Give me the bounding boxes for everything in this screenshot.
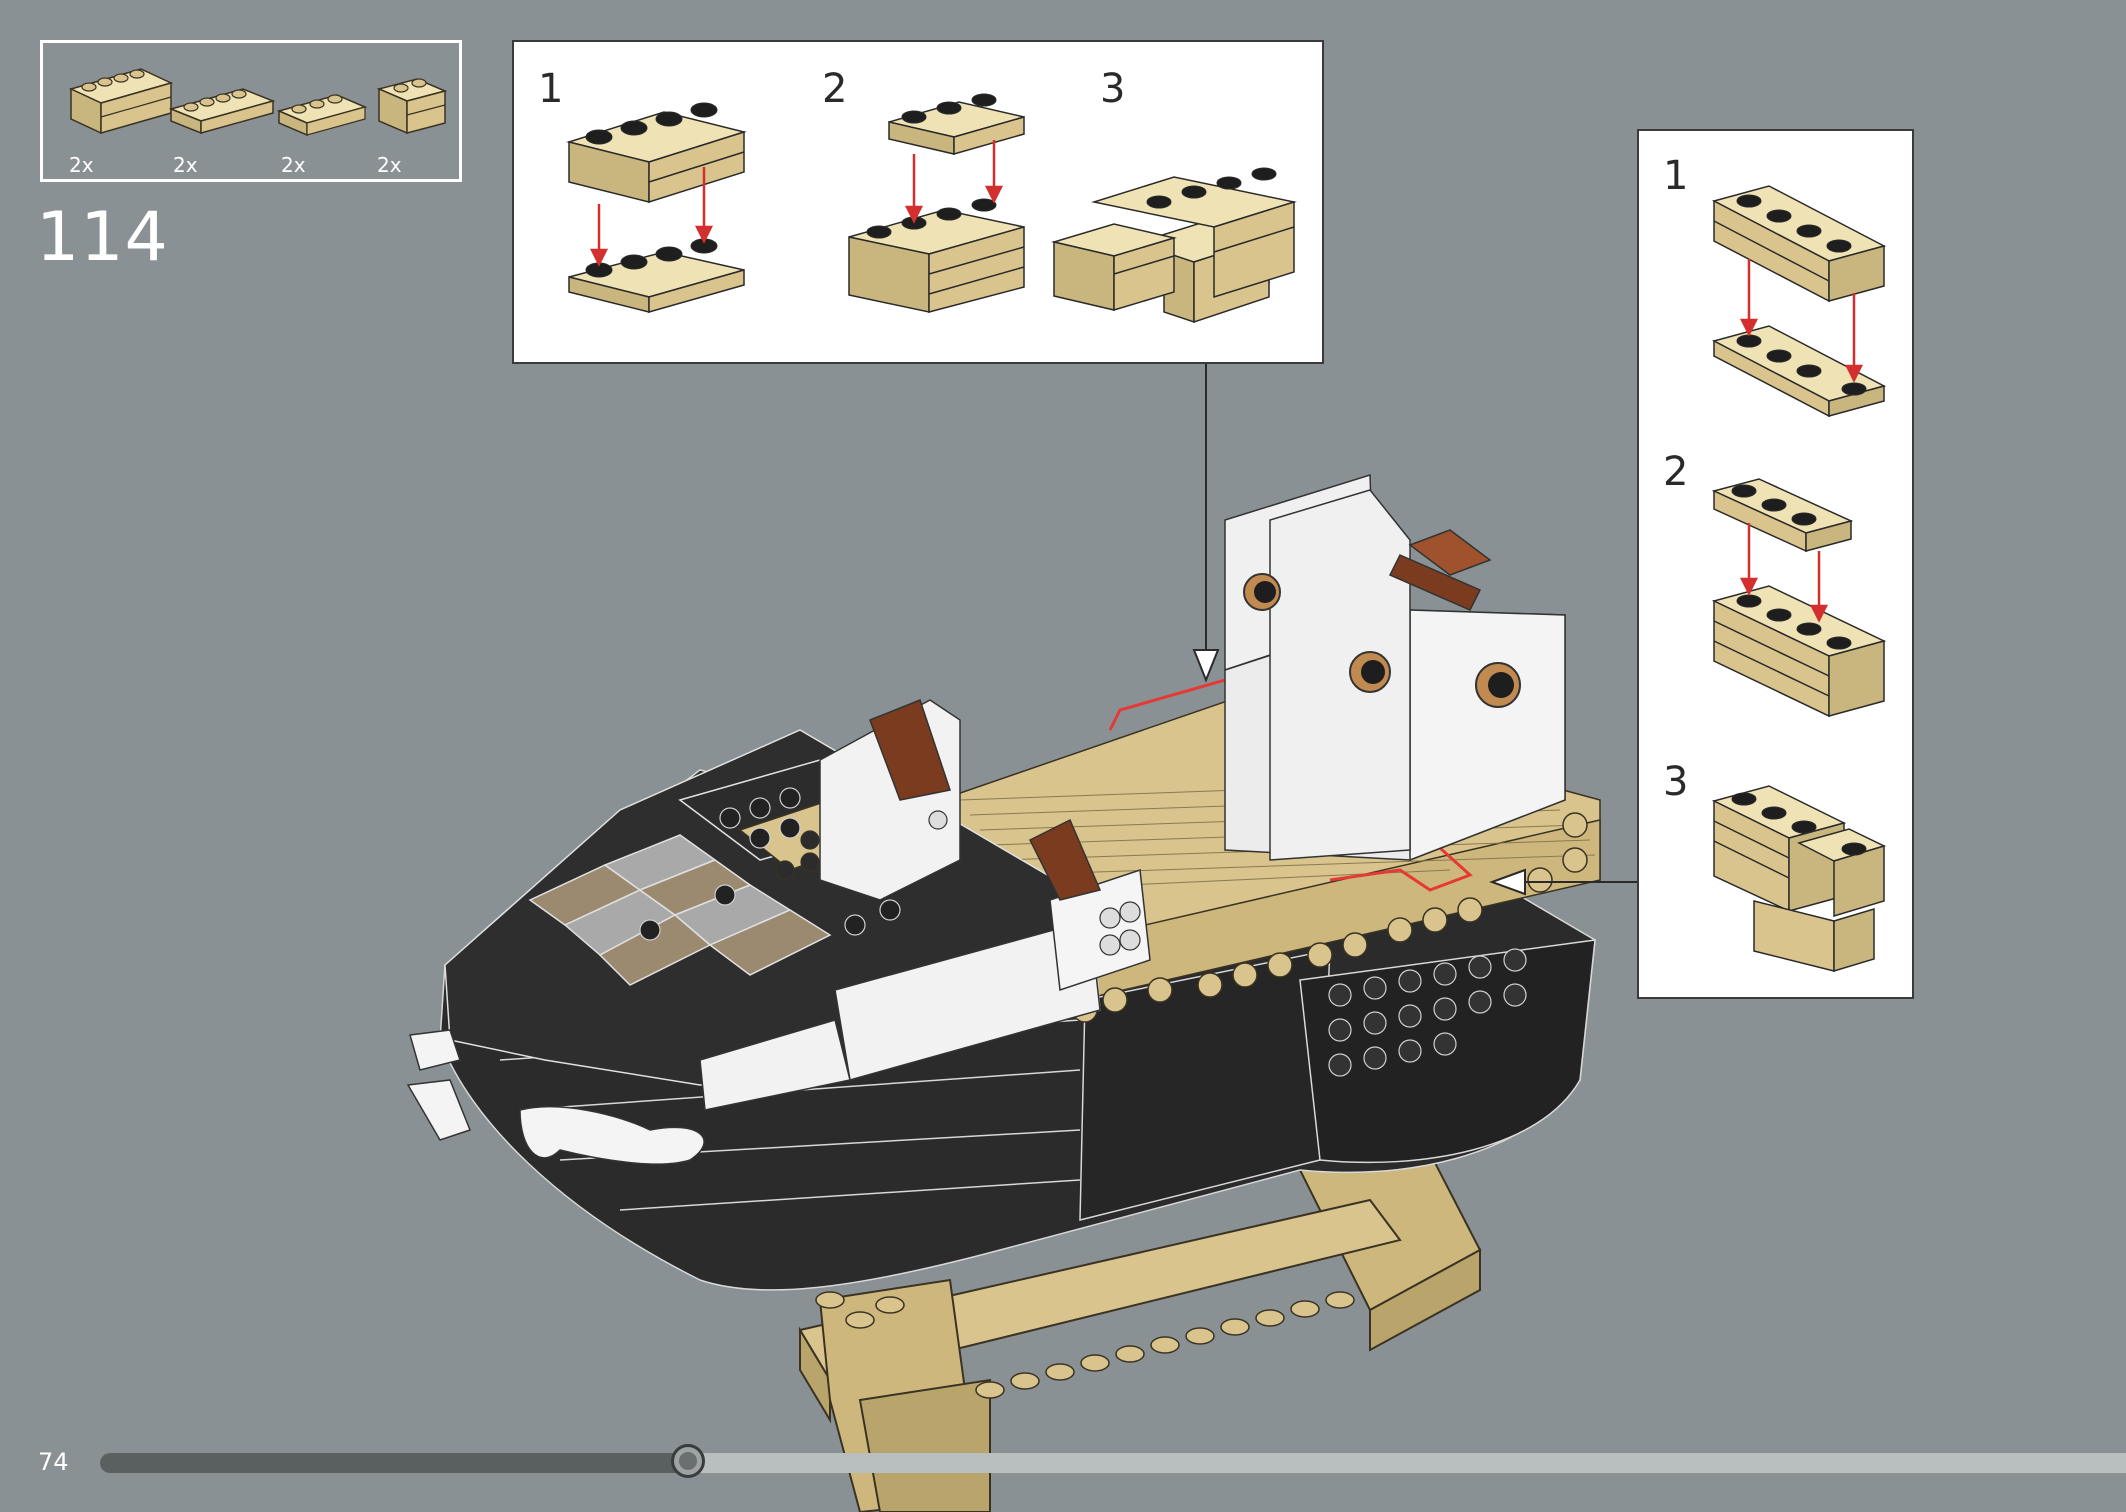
tan-brick-1x2-icon bbox=[376, 78, 448, 135]
substep-number: 1 bbox=[538, 66, 564, 112]
part-tan-brick-1x4-groove: 2x bbox=[61, 53, 173, 177]
callout-box-top: 1 2 3 bbox=[512, 40, 1324, 364]
deck-studs bbox=[1072, 812, 1588, 1023]
stand-studs bbox=[815, 1291, 1355, 1399]
callout-top-illustrations bbox=[566, 93, 1297, 324]
tan-plate-1x4-icon bbox=[168, 88, 276, 135]
part-tan-plate-1x3: 2x bbox=[273, 53, 373, 177]
progress-bar-handle[interactable] bbox=[670, 1444, 705, 1478]
tan-plate-1x3-icon bbox=[276, 94, 368, 137]
page-number: 74 bbox=[38, 1448, 69, 1476]
part-qty: 2x bbox=[281, 153, 306, 177]
figurehead-scroll bbox=[406, 1029, 705, 1165]
progress-bar-fill bbox=[100, 1453, 688, 1473]
callout-pointer-top bbox=[1192, 364, 1220, 683]
bow-studs bbox=[639, 787, 901, 941]
part-tan-plate-1x4: 2x bbox=[165, 53, 277, 177]
part-qty: 2x bbox=[173, 153, 198, 177]
part-qty: 2x bbox=[377, 153, 402, 177]
step-number: 114 bbox=[36, 198, 169, 277]
substep-number: 3 bbox=[1100, 66, 1126, 112]
substep-number: 3 bbox=[1663, 759, 1689, 805]
substep-number: 1 bbox=[1663, 153, 1689, 199]
railing-studs bbox=[928, 810, 1141, 956]
white-stern-castle bbox=[1224, 473, 1566, 862]
substep-number: 2 bbox=[822, 66, 848, 112]
callout-box-right: 1 2 3 bbox=[1637, 129, 1914, 999]
part-tan-brick-1x2-groove: 2x bbox=[373, 53, 453, 177]
part-qty: 2x bbox=[69, 153, 94, 177]
callout-pointer-right bbox=[1489, 868, 1637, 896]
white-railing bbox=[819, 699, 1151, 992]
portholes bbox=[1243, 573, 1521, 708]
callout-right-illustrations bbox=[1711, 185, 1887, 973]
hull-side-studs bbox=[1328, 948, 1527, 1077]
parts-list-box: 2x 2x 2x bbox=[40, 40, 462, 182]
tan-brick-1x4-icon bbox=[68, 68, 173, 135]
substep-number: 2 bbox=[1663, 449, 1689, 495]
